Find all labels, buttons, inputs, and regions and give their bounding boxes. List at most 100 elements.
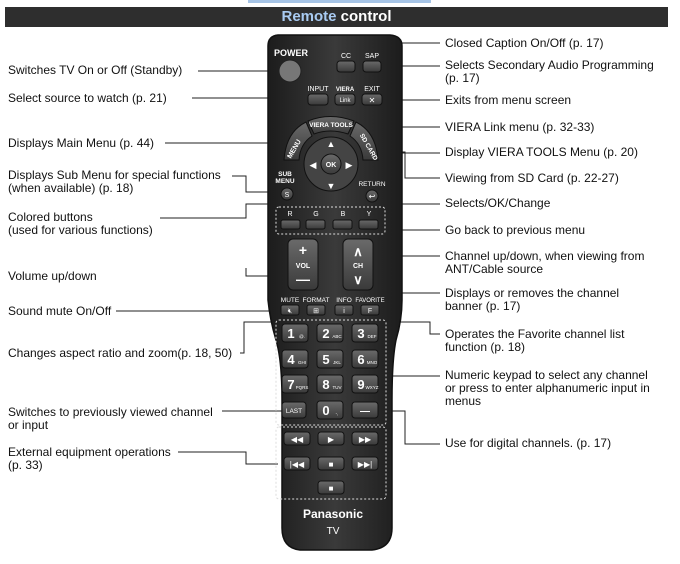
color-r-label: R xyxy=(287,211,292,218)
key-9-number: 9 xyxy=(357,377,364,392)
media-controls-group xyxy=(275,426,387,500)
volume-down-icon[interactable]: — xyxy=(296,271,310,287)
arrow-left-icon[interactable]: ◀ xyxy=(310,160,317,170)
sd-card-button[interactable] xyxy=(349,121,379,161)
color-b-label: B xyxy=(341,211,346,218)
sub-menu-s-icon: S xyxy=(285,192,290,199)
label-sub-menu: Displays Sub Menu for special functions(… xyxy=(8,168,221,195)
cc-button[interactable] xyxy=(336,60,356,73)
key-9-button[interactable] xyxy=(351,374,379,394)
color-g-button[interactable] xyxy=(305,219,326,230)
key-8-number: 8 xyxy=(322,377,329,392)
label-exit: Exits from menu screen xyxy=(445,93,572,107)
keypad-group xyxy=(275,319,387,426)
color-r-button[interactable] xyxy=(280,219,301,230)
format-button[interactable] xyxy=(306,304,326,316)
sap-label: SAP xyxy=(365,53,379,60)
viera-tools-label: VIERA TOOLS xyxy=(309,122,353,129)
label-viera-link: VIERA Link menu (p. 32-33) xyxy=(445,120,595,134)
viera-link-button[interactable] xyxy=(334,93,356,106)
skip-forward-button[interactable] xyxy=(351,456,379,471)
section-header: Remote control xyxy=(5,7,668,27)
key-2-button[interactable] xyxy=(316,323,344,343)
key-3-button[interactable] xyxy=(351,323,379,343)
arrow-down-icon[interactable]: ▼ xyxy=(327,181,336,191)
key-1-number: 1 xyxy=(287,326,294,341)
arrow-up-icon[interactable]: ▲ xyxy=(327,139,336,149)
channel-up-icon[interactable]: ∧ xyxy=(353,244,363,259)
last-button[interactable] xyxy=(281,401,307,419)
volume-up-icon[interactable]: + xyxy=(299,242,307,258)
label-power: Switches TV On or Off (Standby) xyxy=(8,63,183,77)
sub-menu-button[interactable] xyxy=(280,187,294,201)
play-button[interactable] xyxy=(317,431,345,446)
label-digital: Use for digital channels. (p. 17) xyxy=(445,436,612,450)
rewind-button[interactable] xyxy=(283,431,311,446)
info-label: INFO xyxy=(336,297,352,304)
input-label: INPUT xyxy=(308,86,330,93)
brand-logo: Panasonic xyxy=(303,507,363,521)
color-y-button[interactable] xyxy=(358,219,379,230)
power-label: POWER xyxy=(274,48,309,58)
key-7-letters: PQRS xyxy=(296,385,309,390)
label-cc: Closed Caption On/Off (p. 17) xyxy=(445,36,604,50)
label-sd-card: Viewing from SD Card (p. 22-27) xyxy=(445,171,619,185)
skip-back-button[interactable] xyxy=(283,456,311,471)
key-8-letters: TUV xyxy=(333,385,342,390)
exit-button[interactable] xyxy=(361,93,383,106)
skip-forward-icon: ▶▶| xyxy=(358,460,372,469)
power-button[interactable] xyxy=(278,59,302,83)
key-9-letters: WXYZ xyxy=(366,385,379,390)
return-arrow-icon: ↩ xyxy=(369,192,376,201)
viera-tools-button[interactable] xyxy=(307,116,355,135)
key-4-button[interactable] xyxy=(281,349,309,369)
favorite-button[interactable] xyxy=(360,304,380,316)
format-label: FORMAT xyxy=(303,297,330,304)
stop-button[interactable] xyxy=(317,456,345,471)
key-7-number: 7 xyxy=(287,377,294,392)
volume-rocker[interactable] xyxy=(287,238,319,291)
channel-down-icon[interactable]: ∨ xyxy=(353,272,363,287)
key-5-button[interactable] xyxy=(316,349,344,369)
colored-buttons-group xyxy=(275,206,386,235)
ok-label: OK xyxy=(326,162,337,169)
key-8-button[interactable] xyxy=(316,374,344,394)
key-0-button[interactable] xyxy=(316,400,344,420)
info-i-icon: i xyxy=(343,308,345,315)
format-icon: ⊞ xyxy=(313,308,319,315)
color-b-button[interactable] xyxy=(332,219,353,230)
fast-forward-button[interactable] xyxy=(351,431,379,446)
arrow-right-icon[interactable]: ▶ xyxy=(346,160,353,170)
label-viera-tools: Display VIERA TOOLS Menu (p. 20) xyxy=(445,145,638,159)
label-return: Go back to previous menu xyxy=(445,223,586,237)
channel-rocker[interactable] xyxy=(342,238,374,291)
viera-link-label: VIERA xyxy=(336,87,355,93)
return-label: RETURN xyxy=(358,181,385,188)
fast-forward-icon: ▶▶ xyxy=(359,435,372,444)
return-button[interactable] xyxy=(365,189,379,203)
stop-icon: ■ xyxy=(329,460,334,469)
favorite-label: FAVORITE xyxy=(355,298,384,304)
sub-menu-label-2: MENU xyxy=(275,178,294,185)
key-6-button[interactable] xyxy=(351,349,379,369)
play-icon: ▶ xyxy=(328,435,335,444)
ok-button[interactable] xyxy=(320,153,342,175)
info-button[interactable] xyxy=(334,304,354,316)
sap-button[interactable] xyxy=(362,60,382,73)
key-1-button[interactable] xyxy=(281,323,309,343)
exit-x-icon: ✕ xyxy=(369,96,376,105)
key-2-letters: ABC xyxy=(332,334,342,339)
key-4-letters: GHI xyxy=(298,360,306,365)
key-7-button[interactable] xyxy=(281,374,309,394)
menu-button[interactable] xyxy=(283,121,313,161)
key-4-number: 4 xyxy=(287,352,295,367)
mute-button[interactable] xyxy=(280,304,300,316)
dash-button[interactable] xyxy=(351,401,379,419)
color-y-label: Y xyxy=(367,211,372,218)
record-button[interactable] xyxy=(317,480,345,495)
input-button[interactable] xyxy=(307,93,329,106)
